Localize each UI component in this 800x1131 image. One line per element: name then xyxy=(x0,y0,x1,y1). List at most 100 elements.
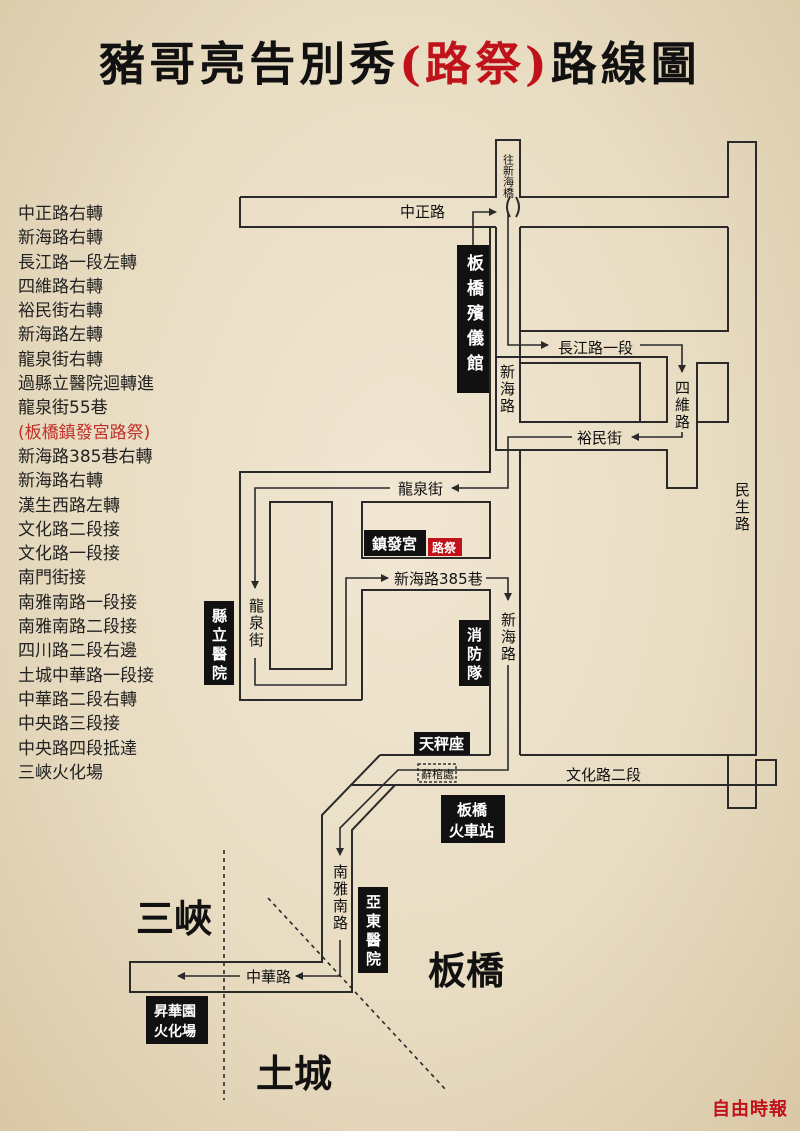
label-xinhai-385: 新海路385巷 xyxy=(394,570,483,588)
route-seg-8 xyxy=(486,577,512,601)
direction-step: 三峽火化場 xyxy=(18,762,103,783)
direction-step: 土城中華路一段接 xyxy=(18,665,154,686)
route-seg-7 xyxy=(254,574,389,686)
marker-coffin-farewell: 辭棺處 xyxy=(417,763,457,783)
label-to-xinhai-bridge: 往新海橋 xyxy=(502,153,515,199)
route-seg-3 xyxy=(640,344,686,373)
label-wenhua: 文化路二段 xyxy=(566,766,641,784)
label-siwei: 四維路 xyxy=(673,380,691,431)
direction-step: 龍泉街右轉 xyxy=(18,349,103,370)
direction-step: 中正路右轉 xyxy=(18,204,103,224)
marker-yadong-hospital: 亞東醫院 xyxy=(358,887,388,973)
roadside-ceremony-badge: 路祭 xyxy=(432,540,457,555)
marker-banqiao-station: 板橋 火車站 xyxy=(441,795,505,843)
direction-step: 南雅南路二段接 xyxy=(18,617,137,638)
tianping-label: 天秤座 xyxy=(419,735,464,753)
zhenfa-temple-label: 鎮發宮 xyxy=(372,535,417,553)
yadong-hospital-label: 亞東醫院 xyxy=(364,894,382,970)
station-label-line1: 板橋 xyxy=(457,801,488,819)
label-nanya: 南雅南路 xyxy=(331,864,349,932)
road-labels: 中正路 長江路一段 裕民街 龍泉街 新海路385巷 文化路二段 中華路 xyxy=(246,203,641,986)
label-zhongzheng: 中正路 xyxy=(400,203,445,221)
funeral-route xyxy=(177,208,686,980)
title-tail: 路線圖 xyxy=(550,37,701,91)
marker-fire-station: 消防隊 xyxy=(459,620,489,686)
route-seg-4 xyxy=(631,432,683,441)
direction-step-roadside-ceremony: (板橋鎮發宮路祭) xyxy=(18,422,151,443)
direction-step: 南雅南路一段接 xyxy=(18,592,137,613)
marker-county-hospital: 縣立醫院 xyxy=(204,601,234,685)
label-longquan: 龍泉街 xyxy=(398,480,443,498)
direction-step: 中央路三段接 xyxy=(18,714,120,735)
label-longquan-vertical: 龍泉街 xyxy=(247,598,265,649)
road-siwei xyxy=(696,362,729,423)
direction-step: 裕民街右轉 xyxy=(18,301,103,322)
road-xinhai-385 xyxy=(361,589,491,755)
route-seg-10 xyxy=(295,940,341,980)
route-seg-9 xyxy=(336,665,509,856)
marker-tianping: 天秤座 xyxy=(414,732,470,755)
crematorium-label-line2: 火化場 xyxy=(154,1023,196,1040)
direction-step: 新海路右轉 xyxy=(18,228,103,249)
label-changjiang: 長江路一段 xyxy=(558,339,633,357)
station-label-line2: 火車站 xyxy=(449,822,494,840)
direction-step: 龍泉街55巷 xyxy=(18,398,108,419)
direction-step: 新海路385巷右轉 xyxy=(18,446,153,467)
district-sanxia: 三峽 xyxy=(136,896,212,941)
district-banqiao: 板橋 xyxy=(428,948,504,993)
marker-zhenfa-temple: 鎮發宮 路祭 xyxy=(364,530,462,556)
direction-step: 過縣立醫院迴轉進 xyxy=(18,374,154,395)
crematorium-label-line1: 昇華園 xyxy=(154,1003,196,1020)
funeral-hall-label: 板橋殯儀館 xyxy=(463,253,485,379)
road-network xyxy=(129,139,777,993)
route-seg-6 xyxy=(251,487,390,589)
road-yumin-south xyxy=(520,422,698,489)
label-yumin: 裕民街 xyxy=(577,429,622,447)
label-zhonghua: 中華路 xyxy=(246,968,291,986)
direction-step: 新海路右轉 xyxy=(18,471,103,492)
direction-step: 四川路二段右邊 xyxy=(18,641,137,662)
block-north xyxy=(519,227,729,332)
marker-crematorium: 昇華園 火化場 xyxy=(146,996,208,1044)
county-hospital-label: 縣立醫院 xyxy=(210,608,228,684)
title-main: 豬哥亮告別秀 xyxy=(99,37,400,91)
route-directions-list: 中正路右轉 新海路右轉 長江路一段左轉 四維路右轉 裕民街右轉 新海路左轉 龍泉… xyxy=(18,202,154,785)
block-zhenfa xyxy=(361,501,491,559)
route-seg-2 xyxy=(507,212,549,349)
route-seg-1 xyxy=(472,208,497,245)
label-minsheng: 民生路 xyxy=(733,482,751,533)
label-xinhai-2: 新海路 xyxy=(499,612,517,663)
route-seg-5 xyxy=(451,436,572,492)
direction-step: 新海路左轉 xyxy=(18,325,103,346)
map-title: 豬哥亮告別秀(路祭)路線圖 xyxy=(0,28,800,94)
road-zhongzheng-top xyxy=(240,139,757,756)
district-labels: 三峽 板橋 土城 xyxy=(136,896,504,1096)
district-tucheng: 土城 xyxy=(256,1051,332,1096)
bridge-mark xyxy=(506,196,520,218)
coffin-farewell-label: 辭棺處 xyxy=(421,767,454,781)
boundary-line xyxy=(267,897,447,1091)
block-middle xyxy=(519,362,641,423)
district-boundaries xyxy=(223,850,447,1100)
direction-step: 四維路右轉 xyxy=(18,276,103,297)
vertical-road-labels: 往新海橋 新海路 四維路 民生路 龍泉街 新海路 南雅南路 xyxy=(247,153,751,932)
label-xinhai-1: 新海路 xyxy=(498,364,516,415)
direction-step: 文化路一段接 xyxy=(18,544,120,565)
place-markers: 板橋殯儀館 鎮發宮 路祭 縣立醫院 消防隊 天秤座 辭棺處 板橋 火車站 xyxy=(146,245,505,1044)
marker-funeral-hall: 板橋殯儀館 xyxy=(457,245,489,393)
road-wenhua xyxy=(350,754,777,809)
direction-step: 南門街接 xyxy=(18,568,86,589)
road-zhongzheng xyxy=(239,197,496,228)
title-highlight: (路祭) xyxy=(399,37,551,91)
direction-step: 中央路四段抵達 xyxy=(18,738,137,759)
direction-step: 長江路一段左轉 xyxy=(18,252,137,273)
road-changjiang xyxy=(495,227,668,423)
direction-step: 漢生西路左轉 xyxy=(18,495,120,516)
road-longquan-inner xyxy=(269,501,333,670)
fire-station-label: 消防隊 xyxy=(465,626,483,684)
road-longquan xyxy=(239,227,491,701)
direction-step: 中華路二段右轉 xyxy=(18,689,137,710)
road-nanya xyxy=(129,754,396,993)
direction-step: 文化路二段接 xyxy=(18,519,120,540)
